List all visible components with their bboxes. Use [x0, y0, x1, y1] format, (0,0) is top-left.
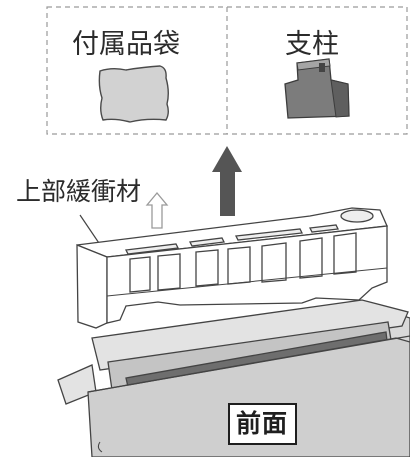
box-front-label: 前面 [236, 409, 289, 438]
stand-post-label: 支柱 [285, 29, 339, 60]
accessory-bag-label: 付属品袋 [72, 29, 180, 60]
cardboard-box-icon [57, 299, 410, 458]
accessories-frame [46, 6, 408, 135]
accessory-bag-icon [98, 65, 169, 123]
top-cushion-label: 上部緩衝材 [16, 177, 142, 206]
up-arrow-icon [212, 146, 242, 216]
front-label-frame [228, 403, 297, 445]
outline-up-arrow-icon [145, 191, 169, 229]
top-cushion-icon [76, 207, 388, 329]
stand-post-icon [284, 58, 350, 119]
